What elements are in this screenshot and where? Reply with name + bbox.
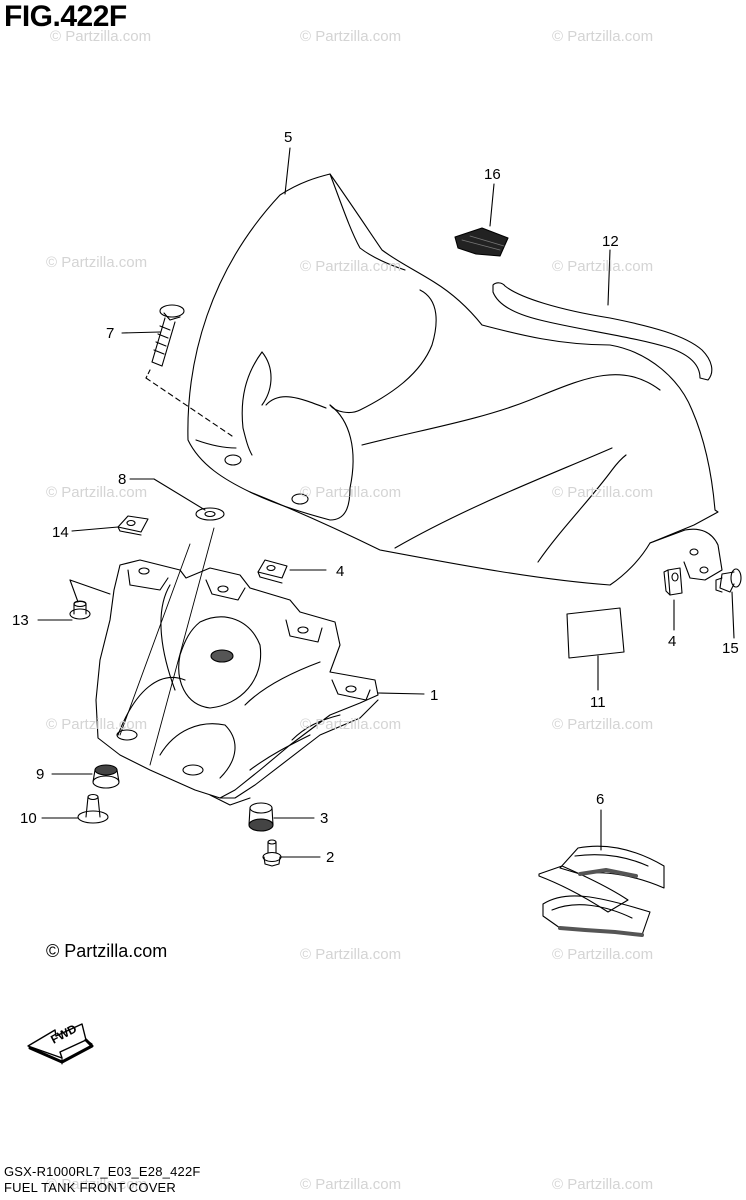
- part-3-grommet[interactable]: [248, 802, 274, 832]
- watermark: © Partzilla.com: [300, 484, 402, 501]
- callout-13: 13: [12, 612, 29, 629]
- callout-6: 6: [596, 791, 605, 808]
- watermark: © Partzilla.com: [46, 716, 148, 733]
- part-13-grommet[interactable]: [69, 600, 91, 620]
- watermark: © Partzilla.com: [552, 1176, 654, 1193]
- callout-1: 1: [430, 687, 439, 704]
- part-10-collar[interactable]: [77, 793, 109, 824]
- watermark: © Partzilla.com: [300, 258, 402, 275]
- callout-4-lower: 4: [668, 633, 677, 650]
- part-5-front-cover[interactable]: [187, 173, 723, 586]
- watermark: © Partzilla.com: [300, 28, 402, 45]
- callout-2: 2: [326, 849, 335, 866]
- watermark: © Partzilla.com: [46, 484, 148, 501]
- part-4-clip-nut-lower[interactable]: [663, 567, 683, 596]
- callout-11: 11: [590, 694, 606, 711]
- watermark: © Partzilla.com: [300, 716, 402, 733]
- watermark: © Partzilla.com: [552, 484, 654, 501]
- callout-7: 7: [106, 325, 115, 342]
- callout-5: 5: [284, 129, 293, 146]
- fwd-arrow-icon: [27, 1023, 94, 1065]
- footer-figure-name: FUEL TANK FRONT COVER: [4, 1180, 177, 1195]
- part-1-tray[interactable]: [95, 559, 379, 806]
- figure-title: FIG.422F: [4, 0, 127, 33]
- callout-15: 15: [722, 640, 739, 657]
- callout-4-upper: 4: [336, 563, 345, 580]
- part-16-label[interactable]: [454, 227, 509, 257]
- part-8-washer[interactable]: [195, 507, 225, 521]
- copyright-notice: © Partzilla.com: [46, 941, 168, 961]
- callout-14: 14: [52, 524, 69, 541]
- callout-9: 9: [36, 766, 45, 783]
- watermark: © Partzilla.com: [552, 946, 654, 963]
- part-14-clip-nut[interactable]: [117, 515, 149, 536]
- callout-12: 12: [602, 233, 619, 250]
- footer-figure-code: GSX-R1000RL7_E03_E28_422F: [4, 1164, 201, 1179]
- watermark: © Partzilla.com: [46, 254, 148, 271]
- part-4-clip-nut-upper[interactable]: [257, 559, 288, 584]
- callout-10: 10: [20, 810, 37, 827]
- watermark: © Partzilla.com: [552, 28, 654, 45]
- part-15-push-rivet[interactable]: [715, 568, 742, 593]
- watermark: © Partzilla.com: [300, 946, 402, 963]
- watermark: © Partzilla.com: [552, 716, 654, 733]
- callout-16: 16: [484, 166, 501, 183]
- part-2-bolt[interactable]: [262, 839, 282, 867]
- part-6-emblem[interactable]: [538, 845, 665, 936]
- watermark: © Partzilla.com: [300, 1176, 402, 1193]
- part-7-bolt[interactable]: [145, 304, 185, 379]
- part-11-label[interactable]: [566, 607, 625, 659]
- part-12-strip[interactable]: [492, 282, 713, 381]
- watermark: © Partzilla.com: [552, 258, 654, 275]
- watermark: © Partzilla.com: [46, 1176, 148, 1193]
- callout-8: 8: [118, 471, 127, 488]
- leader-lines: [37, 147, 735, 858]
- watermark: © Partzilla.com: [50, 28, 152, 45]
- callout-3: 3: [320, 810, 329, 827]
- part-9-grommet[interactable]: [92, 764, 120, 789]
